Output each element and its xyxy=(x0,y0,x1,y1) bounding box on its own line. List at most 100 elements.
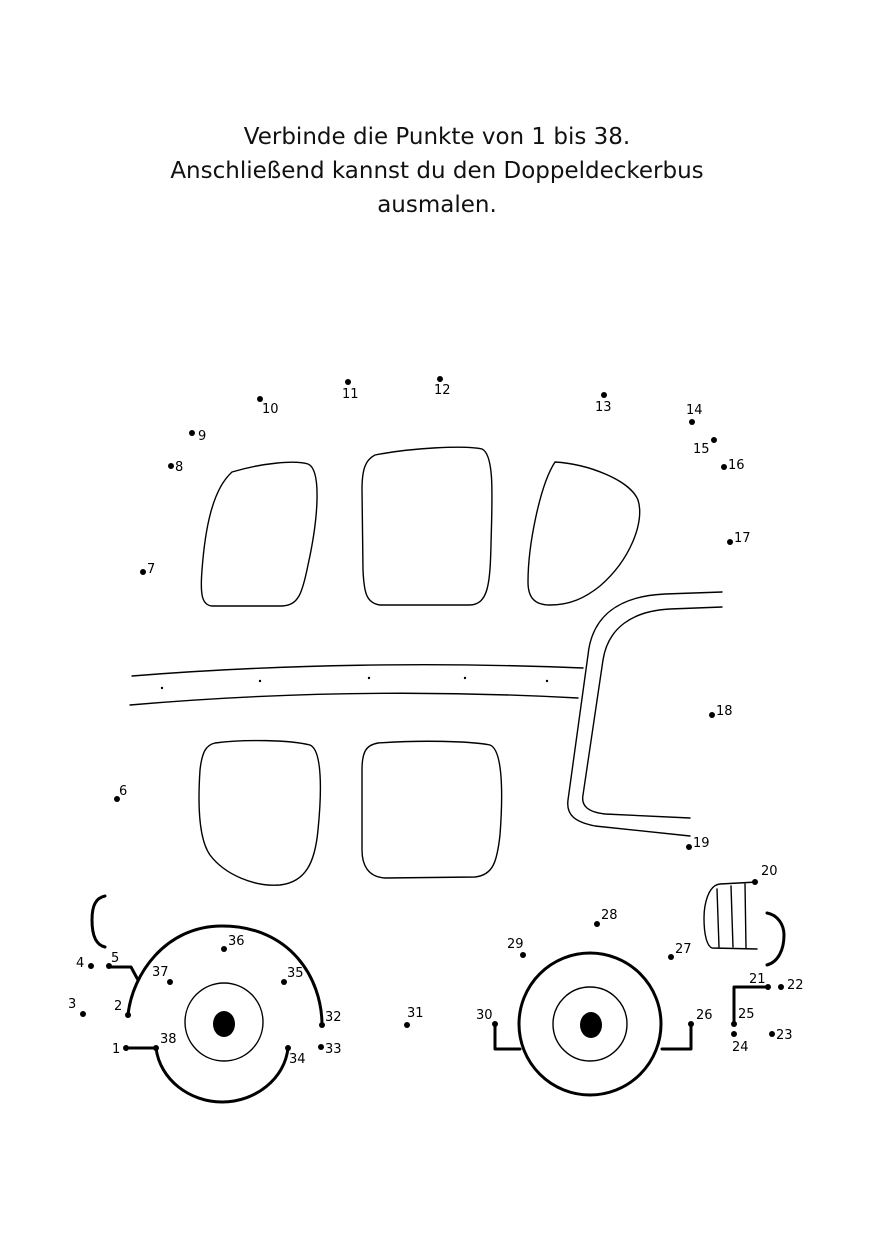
rear-wheel-arch xyxy=(126,924,324,1027)
dot-label-25: 25 xyxy=(738,1007,755,1022)
band-rivet xyxy=(258,679,262,683)
dot-label-6: 6 xyxy=(119,784,127,799)
dot-24 xyxy=(731,1031,737,1037)
dot-34 xyxy=(285,1045,291,1051)
front-fender-right xyxy=(660,1022,693,1051)
dot-21 xyxy=(765,984,771,990)
front-tire xyxy=(517,951,663,1097)
dot-20 xyxy=(752,879,758,885)
band-rivet xyxy=(545,679,549,683)
upper-window-1 xyxy=(200,461,318,607)
dot-33 xyxy=(318,1044,324,1050)
instructions: Verbinde die Punkte von 1 bis 38. Anschl… xyxy=(0,120,874,222)
front-step xyxy=(732,985,770,1026)
dot-label-21: 21 xyxy=(749,972,766,987)
front-frame-outer xyxy=(567,591,723,837)
dot-29 xyxy=(520,952,526,958)
dot-label-26: 26 xyxy=(696,1008,713,1023)
dot-label-36: 36 xyxy=(228,934,245,949)
headlight-line xyxy=(716,888,720,948)
dot-label-14: 14 xyxy=(686,403,703,418)
dot-label-1: 1 xyxy=(112,1042,120,1057)
dot-label-35: 35 xyxy=(287,966,304,981)
rear-axle xyxy=(213,1011,235,1037)
dot-22 xyxy=(778,984,784,990)
band-rivet xyxy=(160,686,164,690)
dot-7 xyxy=(140,569,146,575)
dot-15 xyxy=(711,437,717,443)
dot-1 xyxy=(123,1045,129,1051)
front-bumper xyxy=(765,911,786,967)
rear-arch-stub xyxy=(108,965,140,982)
dot-30 xyxy=(492,1021,498,1027)
dot-9 xyxy=(189,430,195,436)
rear-hubcap xyxy=(184,982,264,1062)
upper-window-2 xyxy=(361,446,493,606)
deck-band-top xyxy=(131,664,584,677)
front-fender-left xyxy=(493,1022,522,1051)
dot-32 xyxy=(319,1022,325,1028)
dot-23 xyxy=(769,1031,775,1037)
dot-26 xyxy=(688,1021,694,1027)
dot-label-32: 32 xyxy=(325,1010,342,1025)
dot-12 xyxy=(437,376,443,382)
dot-38 xyxy=(153,1045,159,1051)
dot-18 xyxy=(709,712,715,718)
front-frame-inner xyxy=(581,606,723,819)
dot-28 xyxy=(594,921,600,927)
rear-tire xyxy=(154,1046,290,1104)
dot-label-27: 27 xyxy=(675,942,692,957)
headlight-line xyxy=(730,885,734,948)
dot-2 xyxy=(125,1012,131,1018)
dot-label-5: 5 xyxy=(111,951,119,966)
lower-window-2 xyxy=(361,740,503,879)
headlight-line xyxy=(744,883,747,949)
dot-label-38: 38 xyxy=(160,1032,177,1047)
dot-label-2: 2 xyxy=(114,999,122,1014)
dot-label-31: 31 xyxy=(407,1006,424,1021)
dot-label-34: 34 xyxy=(289,1052,306,1067)
dot-37 xyxy=(167,979,173,985)
dot-label-28: 28 xyxy=(601,908,618,923)
band-rivet xyxy=(367,676,371,680)
dot-label-37: 37 xyxy=(152,965,169,980)
dot-36 xyxy=(221,946,227,952)
dot-label-11: 11 xyxy=(342,387,359,402)
deck-band-bottom xyxy=(129,692,579,706)
dot-label-18: 18 xyxy=(716,704,733,719)
dot-label-12: 12 xyxy=(434,383,451,398)
dot-label-23: 23 xyxy=(776,1028,793,1043)
front-hubcap xyxy=(552,986,628,1062)
dot-13 xyxy=(601,392,607,398)
dot-label-30: 30 xyxy=(476,1008,493,1023)
dot-label-33: 33 xyxy=(325,1042,342,1057)
dot-14 xyxy=(689,419,695,425)
band-rivet xyxy=(463,676,467,680)
dot-label-8: 8 xyxy=(175,460,183,475)
dot-label-4: 4 xyxy=(76,956,84,971)
dot-label-29: 29 xyxy=(507,937,524,952)
dot-label-22: 22 xyxy=(787,978,804,993)
dot-4 xyxy=(88,963,94,969)
dot-25 xyxy=(731,1021,737,1027)
dot-label-15: 15 xyxy=(693,442,710,457)
dot-label-3: 3 xyxy=(68,997,76,1012)
dot-label-17: 17 xyxy=(734,531,751,546)
lower-window-1 xyxy=(198,739,322,886)
dot-10 xyxy=(257,396,263,402)
dot-label-13: 13 xyxy=(595,400,612,415)
dot-17 xyxy=(727,539,733,545)
dot-31 xyxy=(404,1022,410,1028)
dot-label-19: 19 xyxy=(693,836,710,851)
dot-label-7: 7 xyxy=(147,562,155,577)
dot-3 xyxy=(80,1011,86,1017)
dot-11 xyxy=(345,379,351,385)
dot-19 xyxy=(686,844,692,850)
headlight xyxy=(703,881,758,950)
dot-label-10: 10 xyxy=(262,402,279,417)
dot-label-24: 24 xyxy=(732,1040,749,1055)
dot-label-9: 9 xyxy=(198,429,206,444)
